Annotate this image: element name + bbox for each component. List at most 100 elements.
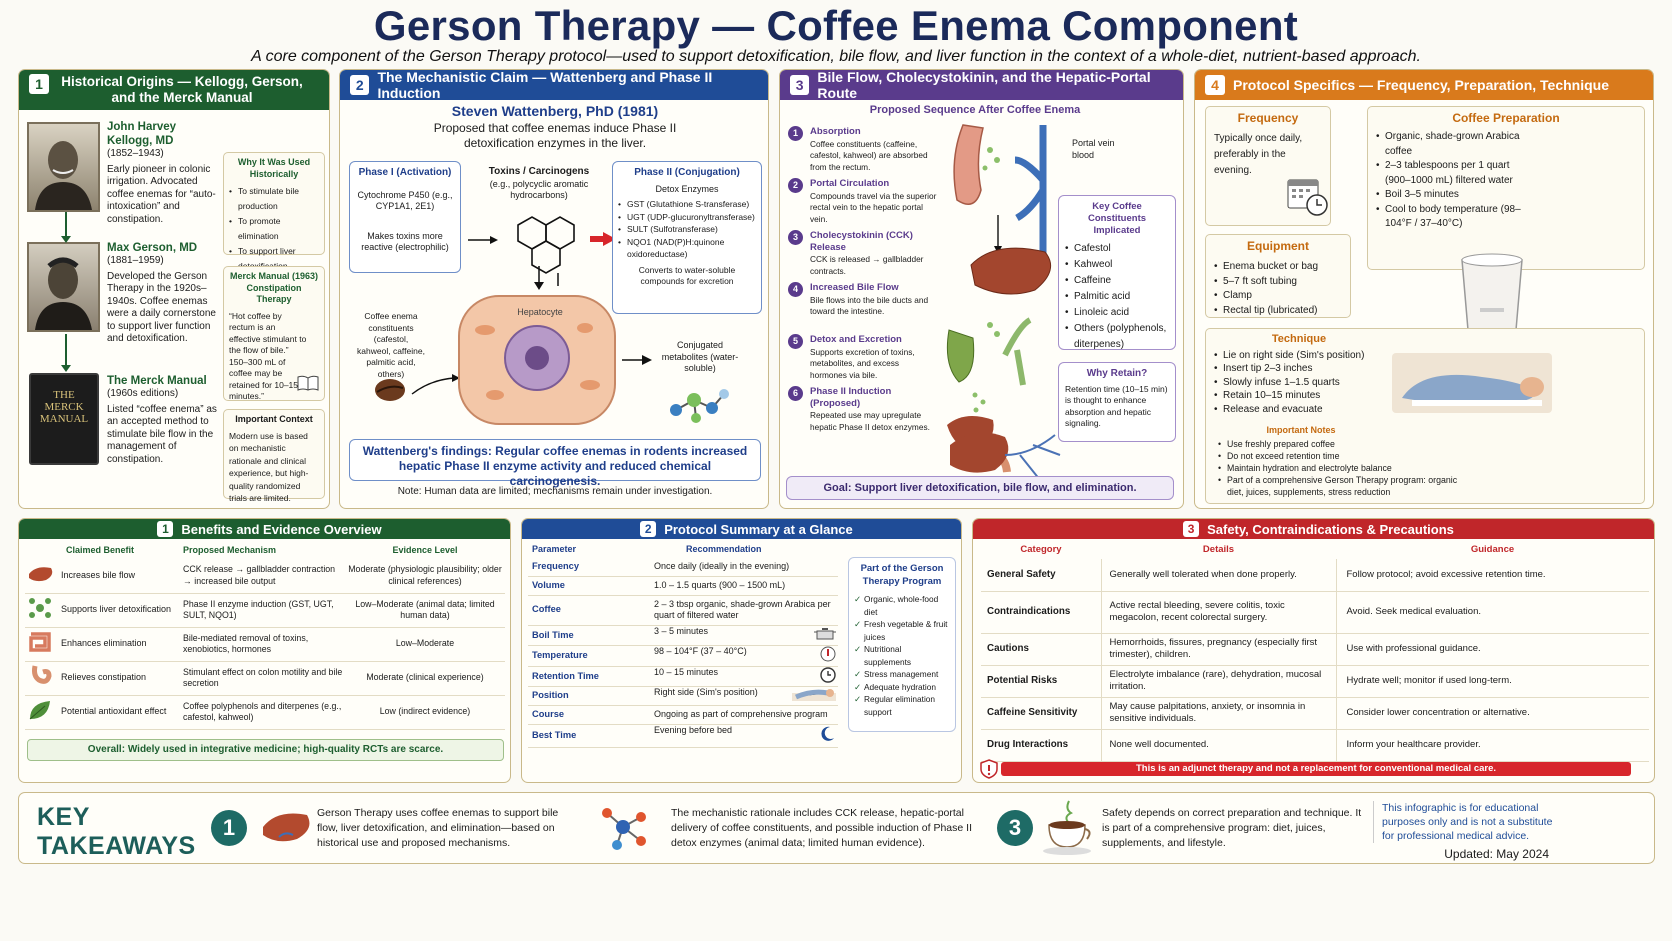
panel-mechanistic-claim: 2 The Mechanistic Claim — Wattenberg and… (339, 69, 769, 509)
note-item: Do not exceed retention time (1218, 450, 1458, 462)
check-icon: ✓ (854, 644, 861, 654)
benefit-cell: Potential antioxidant effect (61, 706, 167, 717)
toxins-label: Toxins / Carcinogens (e.g., polycyclic a… (480, 166, 598, 202)
prep-item: Cool to body temperature (98–104°F / 37–… (1376, 203, 1536, 232)
param-cell: Retention Time (528, 666, 646, 687)
col-header: Guidance (1470, 543, 1515, 555)
evidence-cell: Low–Moderate (345, 627, 505, 662)
benefit-cell: Relieves constipation (61, 672, 147, 683)
prep-item: Boil 3–5 minutes (1376, 188, 1536, 203)
person-years: (1960s editions) (107, 388, 179, 399)
guidance-cell: Use with professional guidance. (1335, 633, 1649, 666)
recommendation-cell: Ongoing as part of comprehensive program (654, 709, 828, 720)
panel-header: 2 The Mechanistic Claim — Wattenberg and… (340, 69, 768, 101)
step-text: CCK is released → gallbladder contracts. (810, 254, 924, 276)
claim-text: Proposed that coffee enemas induce Phase… (433, 121, 677, 150)
molecule-icon (27, 596, 61, 624)
liver-icon (263, 813, 310, 842)
benefit-cell: Enhances elimination (61, 638, 147, 649)
technique-item: Slowly infuse 1–1.5 quarts (1214, 376, 1636, 390)
step-text: Bile flows into the bile ducts and towar… (810, 294, 929, 317)
program-item: ✓Fresh vegetable & fruit juices (854, 618, 950, 643)
recommendation-cell: Right side (Sim's position) (654, 687, 758, 698)
check-icon: ✓ (854, 669, 861, 679)
phase2-subtitle: Detox Enzymes (655, 183, 719, 194)
param-cell: Coffee (528, 595, 646, 626)
details-cell: None well documented. (1100, 729, 1336, 762)
program-item: ✓Organic, whole-food diet (854, 593, 950, 618)
takeaway-number: 1 (211, 810, 247, 846)
col-header: Claimed Benefit (65, 545, 134, 556)
molecule-diagram (468, 216, 575, 286)
phase1-enzyme: Cytochrome P450 (e.g., CYP1A1, 2E1) (357, 189, 453, 212)
program-item-label: Stress management (864, 669, 939, 679)
panel-title: Benefits and Evidence Overview (181, 521, 382, 537)
panel-title: Protocol Summary at a Glance (664, 521, 853, 537)
details-cell: May cause palpitations, anxiety, or inso… (1100, 697, 1336, 730)
step-number: 1 (788, 126, 803, 141)
guidance-cell: Inform your healthcare provider. (1335, 729, 1649, 762)
program-item: ✓Regular elimination support (854, 693, 950, 718)
details-cell: Active rectal bleeding, severe colitis, … (1100, 591, 1336, 634)
box-title: Why It Was Used Historically (237, 157, 311, 179)
disclaimer-text: This infographic is for educational purp… (1373, 801, 1553, 843)
person-description: Listed “coffee enema” as an accepted met… (107, 403, 217, 465)
panel-title: The Mechanistic Claim — Wattenberg and P… (377, 69, 713, 101)
panel-number: 3 (790, 75, 810, 95)
context-text: Modern use is based on mechanistic ratio… (229, 430, 309, 504)
panel-header: 4 Protocol Specifics — Frequency, Prepar… (1195, 70, 1653, 100)
equipment-item: Clamp (1214, 289, 1342, 304)
check-icon: ✓ (854, 594, 861, 604)
coffee-cup-icon (1043, 800, 1091, 855)
page-title: Gerson Therapy — Coffee Enema Component (373, 2, 1299, 49)
category-cell: Caffeine Sensitivity (981, 697, 1101, 730)
retain-text: Retention time (10–15 min) is thought to… (1065, 383, 1168, 429)
step-title: Cholecystokinin (CCK) Release (810, 230, 913, 253)
technique-item: Release and evacuate (1214, 403, 1636, 417)
step-text: Coffee constituents (caffeine, cafestol,… (810, 138, 928, 172)
person-merck: The Merck Manual (1960s editions) Listed… (107, 374, 217, 466)
program-item-label: Regular elimination support (864, 694, 936, 717)
coffee-bean-icon (375, 374, 460, 401)
category-cell: Potential Risks (981, 665, 1101, 698)
sequence-title: Proposed Sequence After Coffee Enema (869, 104, 1081, 116)
param-cell: Position (528, 686, 646, 706)
panel-number: 1 (29, 74, 49, 94)
person-name: The Merck Manual (107, 375, 207, 387)
enzyme-item: UGT (UDP-glucuronyltransferase) (618, 211, 756, 224)
recommendation-cell: 10 – 15 minutes (654, 666, 719, 677)
box-title: Phase II (Conjugation) (634, 167, 740, 178)
box-title: Important Context (235, 414, 313, 424)
program-item-label: Adequate hydration (864, 681, 936, 692)
panel-title: Bile Flow, Cholecystokinin, and the Hepa… (817, 69, 1151, 101)
panel-number: 2 (640, 521, 657, 537)
col-header: Recommendation (686, 544, 762, 555)
panel-protocol-summary: 2 Protocol Summary at a Glance Parameter… (521, 518, 962, 783)
program-item: ✓Nutritional supplements (854, 643, 950, 668)
portal-vein-label: Portal vein blood (1072, 138, 1115, 160)
box-title: Technique (1271, 333, 1327, 345)
table-row: Retention Time 10 – 15 minutes (528, 666, 838, 687)
phase2-box: Phase II (Conjugation) Detox Enzymes GST… (612, 161, 762, 314)
col-header: Proposed Mechanism (183, 545, 277, 556)
panel-header: 3 Safety, Contraindications & Precaution… (973, 519, 1654, 539)
equipment-item: Enema bucket or bag (1214, 260, 1342, 275)
step-number: 4 (788, 282, 803, 297)
recommendation-cell: 2 – 3 tbsp organic, shade-grown Arabica … (654, 598, 831, 621)
recommendation-cell: Evening before bed (654, 725, 733, 735)
step-title: Portal Circulation (810, 178, 890, 189)
step-text: Repeated use may upregulate hepatic Phas… (810, 410, 930, 432)
conjugated-label: Conjugated metabolites (water-soluble) (661, 340, 739, 373)
stomach-icon (27, 664, 61, 692)
enzyme-item: GST (Glutathione S-transferase) (618, 198, 756, 211)
